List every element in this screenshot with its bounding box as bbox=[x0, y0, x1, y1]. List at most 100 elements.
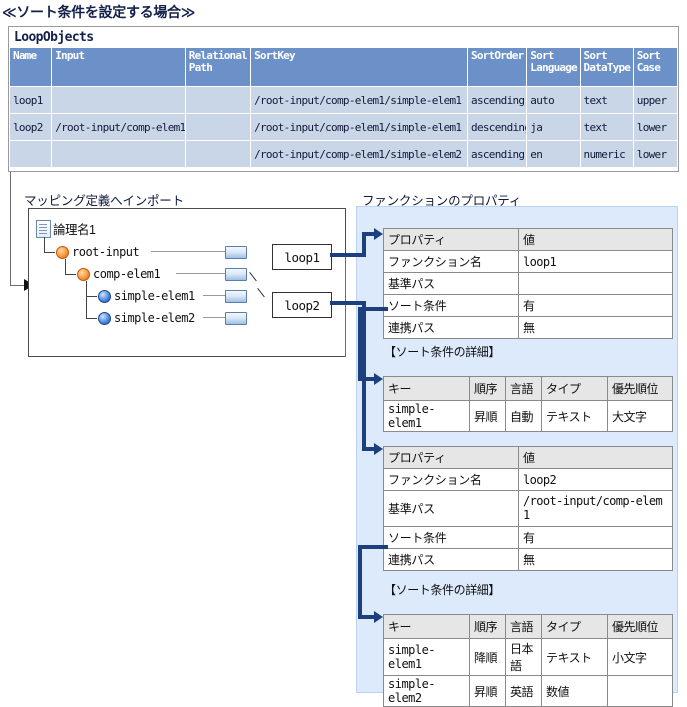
table-row: 基準パス bbox=[383, 272, 673, 295]
col-language: 言語 bbox=[505, 376, 542, 401]
col-key: キー bbox=[383, 376, 470, 401]
tree-node-label-simple-elem1: simple-elem1 bbox=[114, 289, 195, 303]
cell-name bbox=[8, 140, 53, 168]
prop-name: ソート条件 bbox=[383, 294, 519, 317]
cell-type: 数値 bbox=[541, 675, 608, 707]
cell-sortkey: /root-input/comp-elem1/simple-elem1 bbox=[250, 113, 469, 141]
cell-sort-case: lower bbox=[632, 140, 679, 168]
table-row: ソート条件 有 bbox=[383, 526, 673, 549]
connector-sort2-horizontal bbox=[358, 545, 388, 549]
tree-node-label-root-input: root-input bbox=[72, 245, 140, 259]
loop-objects-title: LoopObjects bbox=[14, 30, 94, 45]
document-icon bbox=[36, 220, 51, 238]
table-header-row: キー 順序 言語 タイプ 優先順位 bbox=[383, 614, 673, 639]
table-row: ファンクション名 loop1 bbox=[383, 250, 673, 273]
cell-key: simple-elem1 bbox=[383, 638, 470, 676]
cell-type: テキスト bbox=[541, 400, 608, 432]
prop-name: ファンクション名 bbox=[383, 250, 519, 273]
prop-value: loop1 bbox=[518, 250, 673, 273]
cell-sortorder: ascending bbox=[467, 140, 528, 168]
tree-elbow bbox=[86, 296, 97, 319]
prop-name: ファンクション名 bbox=[383, 468, 519, 491]
cell-sort-language: auto bbox=[526, 86, 581, 114]
cell-sort-datatype: text bbox=[579, 113, 634, 141]
simple-node-icon bbox=[98, 290, 111, 303]
cell-relational-path bbox=[184, 113, 252, 141]
col-type: タイプ bbox=[541, 614, 608, 639]
col-property: プロパティ bbox=[383, 228, 519, 251]
cell-sort-language: en bbox=[526, 140, 581, 168]
tree-node-label-simple-elem2: simple-elem2 bbox=[114, 311, 195, 325]
port-icon-comp-elem1[interactable] bbox=[225, 268, 247, 281]
cell-order: 昇順 bbox=[469, 675, 506, 707]
sort-detail-label-1: 【ソート条件の詳細】 bbox=[384, 345, 501, 359]
port-icon-simple-elem2[interactable] bbox=[225, 312, 247, 325]
connector-arrow-icon bbox=[374, 373, 383, 385]
feeder-line-horizontal bbox=[10, 285, 32, 286]
feeder-line-vertical bbox=[10, 172, 11, 285]
cell-order: 降順 bbox=[469, 638, 506, 676]
port-icon-root-input[interactable] bbox=[225, 246, 247, 259]
tree-node-label-comp-elem1: comp-elem1 bbox=[93, 267, 161, 281]
cell-sortorder: ascending bbox=[467, 86, 528, 114]
simple-node-icon bbox=[98, 312, 111, 325]
prop-name: 連携パス bbox=[383, 316, 519, 339]
loop-chip-loop2[interactable]: loop2 bbox=[272, 292, 332, 318]
page-title: ≪ソート条件を設定する場合≫ bbox=[2, 4, 196, 20]
connector-sort1-vertical bbox=[358, 307, 362, 381]
table-header-row: プロパティ 値 bbox=[383, 228, 673, 251]
tree-elbow bbox=[65, 259, 76, 275]
cell-priority: 小文字 bbox=[607, 638, 673, 676]
connector-arrow-icon bbox=[374, 228, 383, 240]
cell-sortkey: /root-input/comp-elem1/simple-elem2 bbox=[250, 140, 469, 168]
prop-value: 有 bbox=[518, 526, 673, 549]
port-icon-simple-elem1[interactable] bbox=[225, 290, 247, 303]
cell-name: loop2 bbox=[8, 113, 53, 141]
connector-arrow-icon bbox=[374, 443, 383, 455]
cell-priority: 大文字 bbox=[607, 400, 673, 432]
connector-loop1-horizontal bbox=[330, 253, 366, 257]
sort-detail-table-loop2: キー 順序 言語 タイプ 優先順位 simple-elem1 降順 日本語 テキ… bbox=[383, 614, 673, 707]
table-row: ファンクション名 loop2 bbox=[383, 468, 673, 491]
connector-loop2-to-table bbox=[362, 447, 377, 451]
function-props-section-label: ファンクションのプロパティ bbox=[362, 194, 522, 208]
tree-leader-line bbox=[176, 273, 225, 274]
col-sortkey: SortKey bbox=[250, 47, 469, 87]
connector-loop1-to-table bbox=[362, 232, 377, 236]
property-table-loop1: プロパティ 値 ファンクション名 loop1 基準パス ソート条件 有 連携パス… bbox=[383, 228, 673, 339]
cell-priority bbox=[607, 675, 673, 707]
connector-sort1-to-table bbox=[358, 377, 377, 381]
sort-detail-label-2: 【ソート条件の詳細】 bbox=[384, 583, 501, 597]
table-row: ソート条件 有 bbox=[383, 294, 673, 317]
cell-relational-path bbox=[184, 86, 252, 114]
col-value: 値 bbox=[518, 446, 673, 469]
tree-root-label: 論理名1 bbox=[53, 223, 96, 237]
table-header-row: キー 順序 言語 タイプ 優先順位 bbox=[383, 376, 673, 401]
prop-name: 基準パス bbox=[383, 272, 519, 295]
cell-sort-language: ja bbox=[526, 113, 581, 141]
connector-loop2-horizontal bbox=[330, 301, 366, 305]
prop-value: 無 bbox=[518, 316, 673, 339]
cell-sort-case: upper bbox=[632, 86, 679, 114]
cell-input: /root-input/comp-elem1 bbox=[51, 113, 186, 141]
sort-detail-table-loop1: キー 順序 言語 タイプ 優先順位 simple-elem1 昇順 自動 テキス… bbox=[383, 376, 673, 432]
loop-chip-loop1[interactable]: loop1 bbox=[272, 244, 332, 270]
prop-value: 無 bbox=[518, 548, 673, 571]
tree-elbow bbox=[44, 237, 55, 253]
col-order: 順序 bbox=[469, 376, 506, 401]
cell-language: 自動 bbox=[505, 400, 542, 432]
col-name: Name bbox=[8, 47, 53, 87]
cell-name: loop1 bbox=[8, 86, 53, 114]
mapping-section-label: マッピング定義へインポート bbox=[24, 194, 184, 208]
col-input: Input bbox=[51, 47, 186, 87]
table-header-row: プロパティ 値 bbox=[383, 446, 673, 469]
tree-leader-line bbox=[203, 295, 225, 296]
cell-language: 日本語 bbox=[505, 638, 542, 676]
cell-language: 英語 bbox=[505, 675, 542, 707]
